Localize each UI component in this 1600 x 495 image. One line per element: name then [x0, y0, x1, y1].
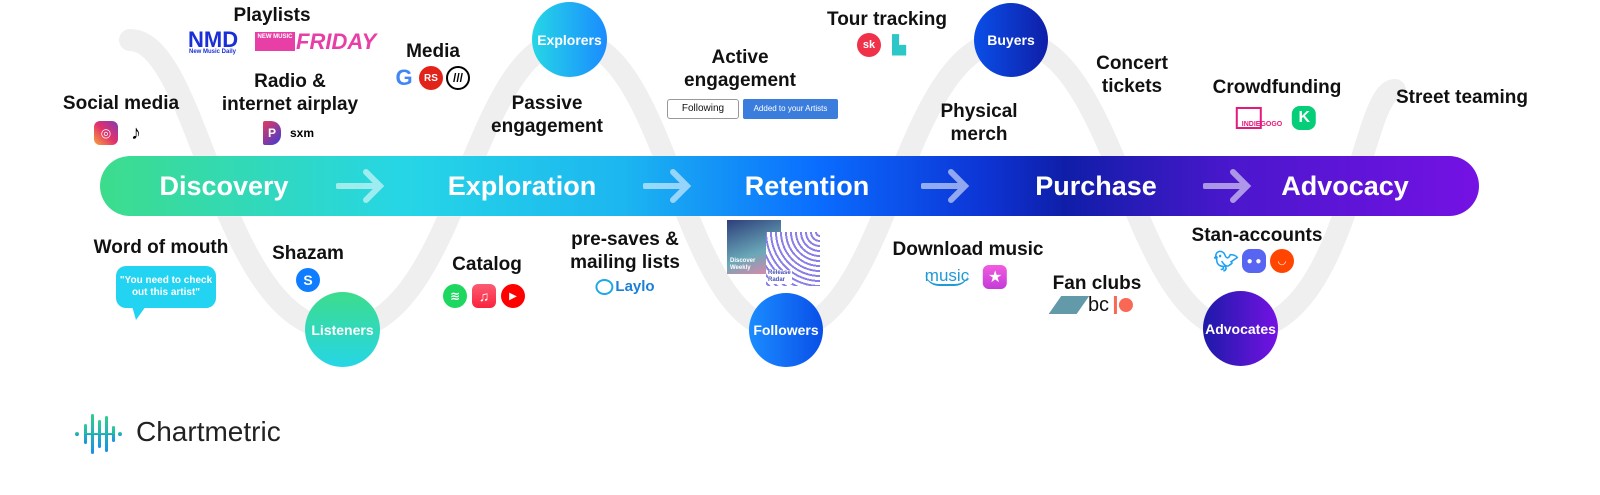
instagram-icon: ◎	[94, 121, 118, 145]
stage-bar: Discovery Exploration Retention Purchase…	[100, 156, 1479, 216]
label-active: Active	[711, 47, 769, 68]
release-radar-label: Release Radar	[768, 270, 792, 284]
label-concert: Concert	[1096, 53, 1168, 74]
new-music-badge: NEW MUSIC	[255, 32, 295, 51]
stage-exploration: Exploration	[447, 171, 597, 201]
itunes-store-icon: ★	[983, 265, 1008, 289]
nmd-logo: NMD	[188, 27, 239, 52]
discover-weekly-label: Discover Weekly	[730, 258, 756, 271]
siriusxm-logo: sxm	[289, 126, 315, 140]
label-presaves: pre-saves &	[571, 229, 679, 250]
arrow-icon	[336, 169, 385, 203]
youtube-music-icon: ▶	[501, 284, 525, 308]
chartmetric-logo-icon	[75, 414, 122, 454]
following-button[interactable]: Following	[667, 99, 739, 119]
discord-icon: ● ●	[1242, 249, 1266, 273]
label-tickets: tickets	[1101, 76, 1163, 97]
brand-name: Chartmetric	[136, 416, 281, 447]
label-crowdfunding: Crowdfunding	[1212, 77, 1342, 98]
reddit-icon: ◡	[1270, 249, 1294, 273]
laylo-icon	[595, 278, 614, 295]
stage-advocacy: Advocacy	[1281, 171, 1409, 201]
arrow-icon	[921, 169, 970, 203]
label-mailing-lists: mailing lists	[570, 252, 680, 273]
pitchfork-icon: ///	[446, 66, 470, 90]
bandsintown-icon: ▙	[892, 34, 906, 55]
spotify-icon: ≋	[443, 284, 467, 308]
indiegogo-text: INDIEGOGO	[1241, 120, 1283, 128]
label-active-engagement: engagement	[684, 70, 796, 91]
label-download-music: Download music	[892, 239, 1044, 260]
label-playlists: Playlists	[233, 5, 311, 26]
bandcamp-icon	[1048, 296, 1090, 314]
label-passive: Passive	[511, 93, 583, 114]
apple-music-icon: ♫	[472, 284, 496, 308]
bandcamp-logo: bc	[1087, 294, 1110, 316]
label-shazam: Shazam	[272, 243, 344, 264]
laylo-logo: Laylo	[615, 278, 655, 295]
label-word-of-mouth: Word of mouth	[93, 237, 229, 258]
label-street-teaming: Street teaming	[1396, 87, 1528, 108]
label-social-media: Social media	[62, 93, 180, 114]
arrow-icon	[643, 169, 692, 203]
new-music-friday-logo: FRIDAY	[296, 29, 377, 54]
indiegogo-logo	[1235, 107, 1262, 129]
label-physical: Physical	[940, 101, 1018, 122]
label-stan-accounts: Stan-accounts	[1191, 225, 1323, 246]
patreon-icon	[1119, 298, 1134, 312]
label-radio: Radio &	[254, 71, 326, 92]
stage-discovery: Discovery	[159, 171, 289, 201]
amazon-music-logo: music	[924, 266, 970, 286]
stage-retention: Retention	[744, 171, 870, 201]
bubble-buyers: Buyers	[974, 3, 1048, 77]
bubble-advocates: Advocates	[1203, 291, 1278, 366]
rolling-stone-icon: RS	[419, 66, 443, 90]
bubble-listeners: Listeners	[305, 292, 380, 367]
label-passive-engagement: engagement	[491, 116, 603, 137]
kickstarter-icon: K	[1292, 106, 1317, 130]
label-internet-airplay: internet airplay	[221, 94, 359, 115]
tiktok-icon: ♪	[131, 121, 141, 144]
google-icon: G	[395, 65, 413, 90]
pandora-icon: P	[263, 121, 281, 145]
twitter-icon: 🐦︎	[1213, 250, 1239, 273]
songkick-icon: sk	[857, 33, 881, 57]
arrow-icon	[1203, 169, 1252, 203]
bubble-explorers: Explorers	[532, 2, 607, 77]
patreon-bar	[1114, 296, 1118, 314]
label-merch: merch	[950, 124, 1008, 145]
label-fan-clubs: Fan clubs	[1052, 273, 1142, 294]
label-catalog: Catalog	[452, 254, 522, 275]
added-to-artists-button[interactable]: Added to your Artists	[743, 99, 838, 119]
speech-bubble: "You need to check out this artist"	[116, 266, 216, 320]
stage-purchase: Purchase	[1035, 171, 1157, 201]
label-media: Media	[406, 41, 460, 62]
nmd-subtitle: New Music Daily	[189, 49, 237, 55]
shazam-icon: S	[296, 268, 320, 292]
bubble-followers: Followers	[749, 293, 823, 367]
label-tour-tracking: Tour tracking	[827, 9, 947, 30]
